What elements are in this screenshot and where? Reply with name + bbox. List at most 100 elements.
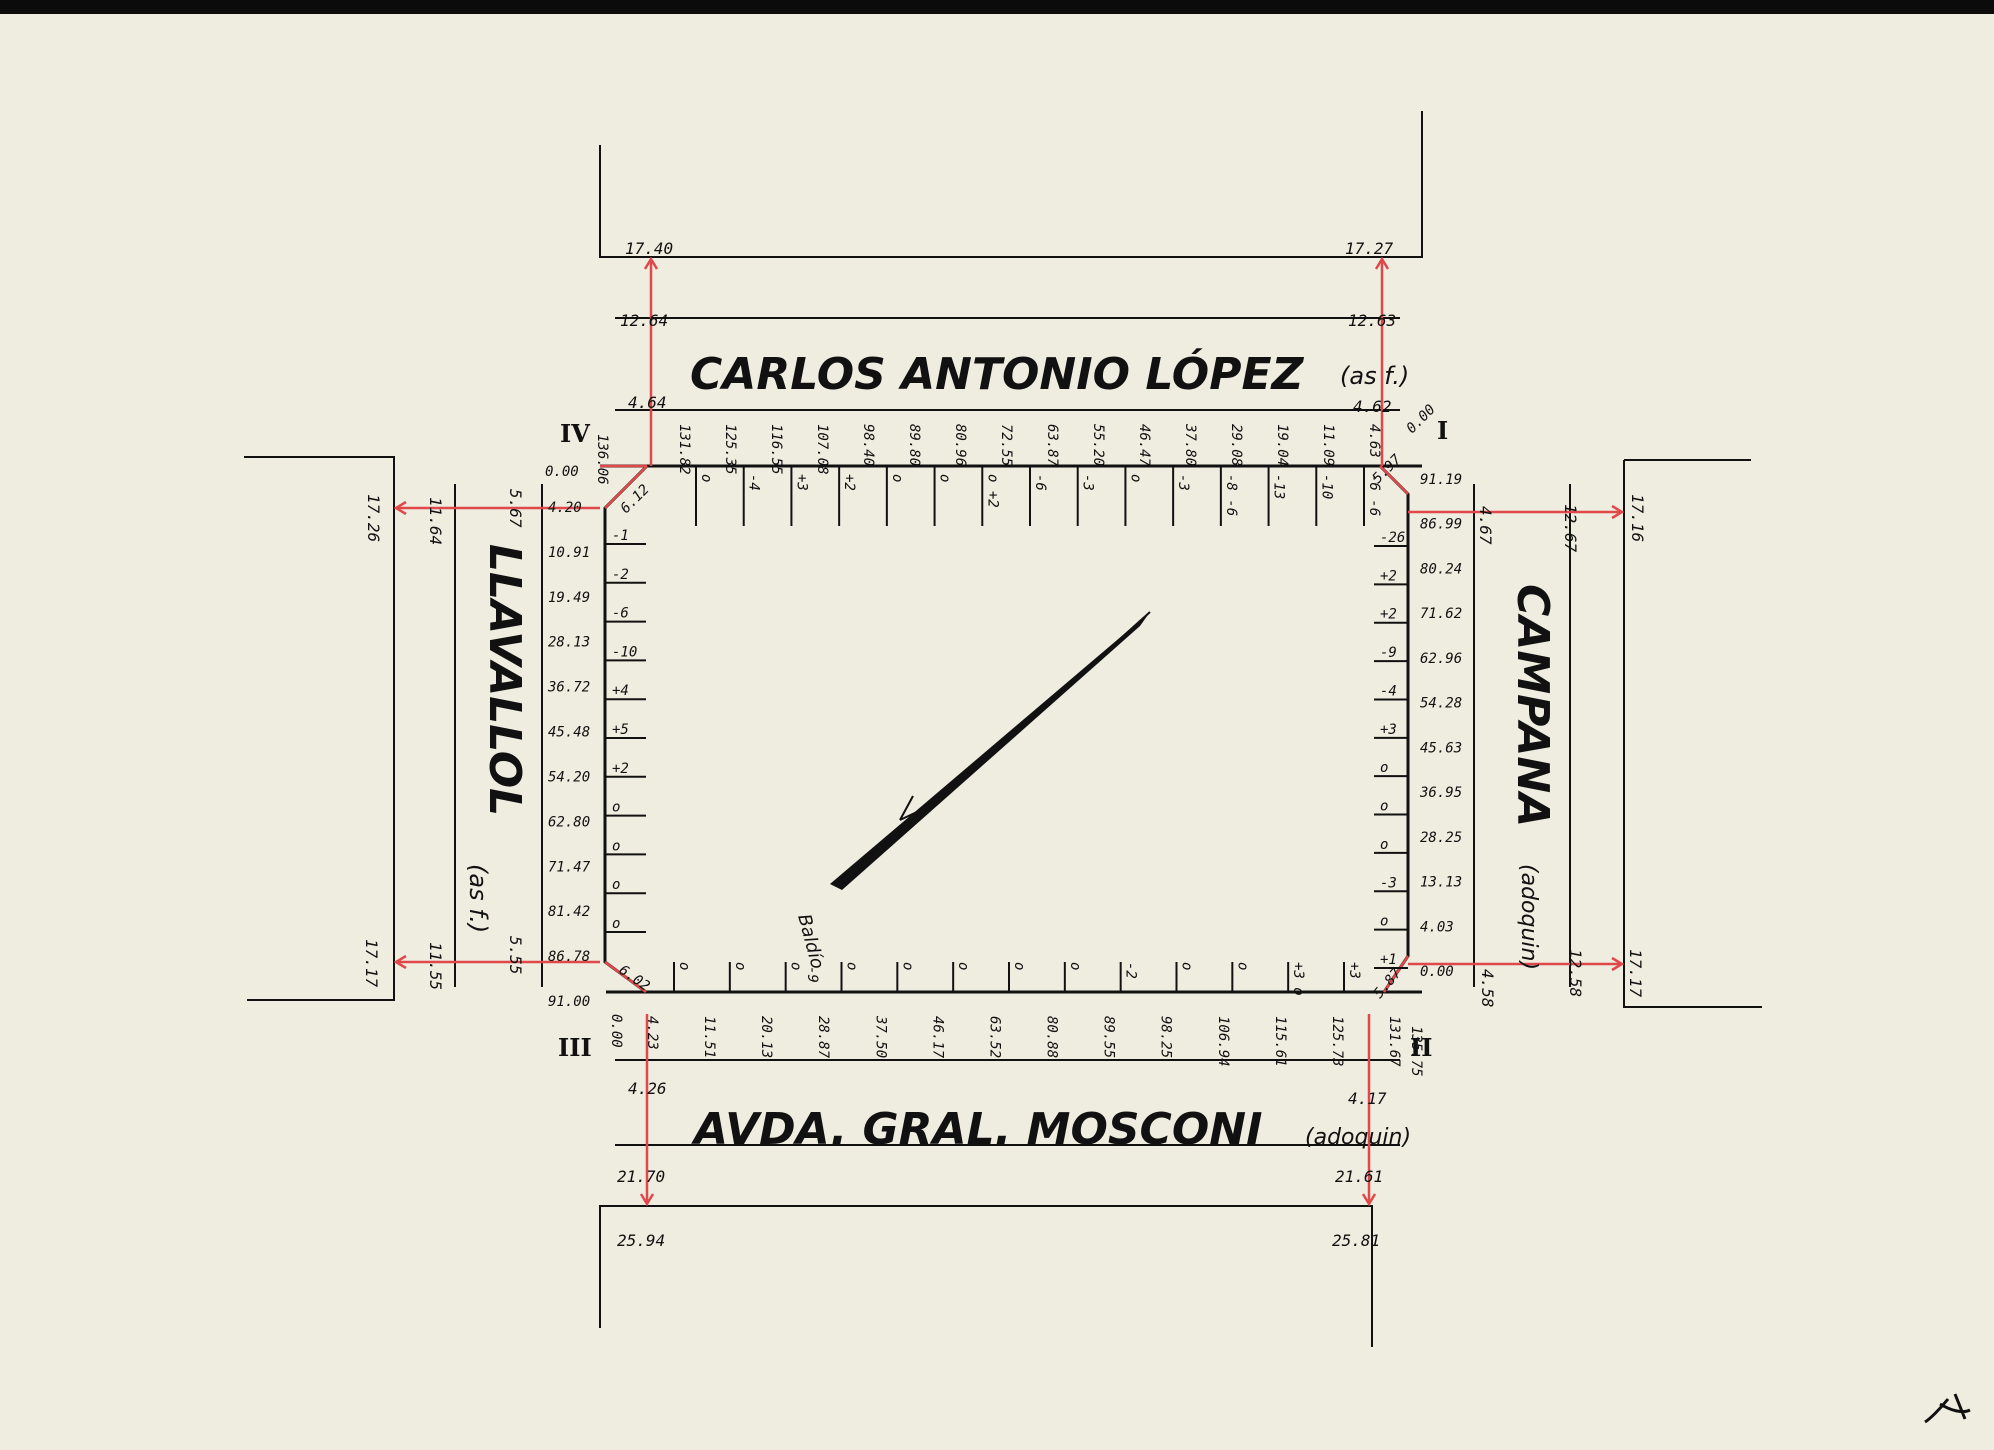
north-chainage-2: 116.55	[768, 424, 784, 475]
north-chainage-8: 63.87	[1044, 424, 1060, 467]
north-chainage-12: 29.08	[1228, 424, 1244, 466]
north-arrow	[830, 611, 1151, 890]
east-chainage-5: 54.28	[1420, 696, 1462, 712]
south-level-4: o	[899, 962, 915, 970]
west-level-9: o	[612, 877, 620, 893]
street-note-north: (as f.)	[1340, 362, 1409, 390]
west-chainage-6: 54.20	[548, 769, 590, 785]
width-north-road-left: 12.64	[620, 311, 668, 330]
width-south-walk-left: 4.26	[628, 1079, 667, 1098]
south-level-3: o	[844, 962, 860, 970]
street-note-south: (adoquin)	[1305, 1125, 1411, 1150]
width-north-walk-left: 4.64	[628, 393, 667, 412]
west-chainage-labels: 4.2010.9119.4928.1336.7245.4854.2062.807…	[547, 500, 591, 1010]
east-level-7: o	[1380, 799, 1388, 815]
north-level-6: o +2	[984, 474, 1000, 508]
east-level-3: -9	[1380, 645, 1397, 661]
south-level-2: o	[788, 962, 804, 970]
east-level-11: +1	[1380, 952, 1397, 968]
block-outline	[600, 464, 1422, 994]
south-chainage-7: 80.88	[1044, 1016, 1060, 1058]
south-chainage-0: 4.23	[644, 1016, 660, 1050]
north-chainage-14: 11.09	[1320, 424, 1336, 466]
south-level-11: +3 o	[1290, 962, 1306, 996]
south-level-5: o	[955, 962, 971, 970]
east-level-2: +2	[1380, 607, 1397, 623]
corner-label-4: IV	[560, 419, 590, 448]
red-dimension-lines	[393, 256, 1625, 1207]
south-chainage-3: 28.87	[815, 1016, 831, 1059]
south-chainage-13: 131.67	[1386, 1016, 1402, 1067]
width-east-road-bottom: 12.58	[1566, 949, 1585, 997]
north-level-12: -13	[1271, 474, 1287, 499]
north-level-4: o	[889, 474, 905, 482]
west-level-7: o	[612, 800, 620, 816]
west-level-0: -1	[612, 528, 629, 544]
west-level-1: -2	[612, 567, 629, 583]
south-start-label: 0.00	[608, 1014, 624, 1048]
north-chainage-3: 107.08	[814, 424, 830, 475]
north-level-9: o	[1127, 474, 1143, 482]
curb-lines	[454, 317, 1571, 1146]
west-chainage-10: 86.78	[548, 949, 590, 965]
east-chainage-3: 71.62	[1420, 606, 1462, 622]
east-chainage-8: 28.25	[1420, 830, 1462, 846]
west-level-3: -10	[612, 644, 637, 660]
west-level-6: +2	[612, 761, 629, 777]
width-east-walk-bottom: 4.58	[1478, 969, 1497, 1008]
north-level-13: -10	[1318, 474, 1334, 499]
south-chainage-2: 20.13	[758, 1016, 774, 1058]
south-level-8: -2	[1123, 962, 1139, 979]
north-start-label: 0.00	[545, 464, 579, 480]
width-west-outer-top: 17.26	[364, 494, 383, 542]
north-chainage-4: 98.40	[860, 424, 876, 466]
north-level-3: +2	[841, 474, 857, 491]
south-chainage-5: 46.17	[929, 1016, 945, 1059]
corner-label-1: I	[1437, 416, 1448, 445]
south-chainage-12: 125.73	[1329, 1016, 1345, 1067]
east-chainage-0: 91.19	[1420, 472, 1462, 488]
east-start-label: 0.00	[1404, 402, 1439, 437]
south-chainage-4: 37.50	[872, 1015, 888, 1058]
west-chamfer-bottom-label: 6.02	[616, 962, 653, 994]
south-chainage-10: 106.94	[1215, 1016, 1231, 1067]
south-chainage-9: 98.25	[1158, 1016, 1174, 1058]
south-level-12: +3	[1346, 962, 1362, 979]
west-chainage-1: 10.91	[548, 545, 590, 561]
width-east-outer-bottom: 17.17	[1626, 949, 1645, 998]
east-level-10: o	[1380, 914, 1388, 930]
signature-mark	[1924, 1393, 1971, 1424]
width-south-road-left: 21.70	[617, 1167, 665, 1186]
north-level-0: o	[698, 474, 714, 482]
west-level-10: o	[612, 916, 620, 932]
east-chainage-2: 80.24	[1420, 561, 1462, 577]
width-south-outer-left: 25.94	[617, 1231, 665, 1250]
north-end-label: 136.06	[594, 434, 610, 485]
east-level-6: o	[1380, 760, 1388, 776]
block-survey-plan: CARLOS ANTONIO LÓPEZ (as f.) AVDA. GRAL.…	[244, 111, 1971, 1424]
north-chainage-15: 4.63	[1366, 424, 1382, 458]
street-name-south: AVDA. GRAL. MOSCONI	[691, 1104, 1262, 1155]
north-chainage-6: 80.96	[952, 424, 968, 466]
east-level-8: o	[1380, 837, 1388, 853]
north-chainage-1: 125.35	[722, 424, 738, 475]
south-chainage-8: 89.55	[1101, 1016, 1117, 1058]
north-chainage-10: 46.47	[1136, 424, 1152, 467]
west-level-2: -6	[612, 606, 629, 622]
width-south-road-right: 21.61	[1335, 1167, 1383, 1186]
south-level-7: o	[1067, 962, 1083, 970]
north-tick-marks	[695, 466, 1365, 526]
north-level-8: -3	[1080, 474, 1096, 491]
east-level-4: -4	[1380, 683, 1397, 699]
north-level-5: o	[937, 474, 953, 482]
north-chainage-11: 37.80	[1182, 423, 1198, 466]
street-note-west: (as f.)	[464, 864, 492, 933]
west-level-8: o	[612, 838, 620, 854]
width-west-walk-top: 5.67	[506, 489, 525, 528]
north-level-10: -3	[1175, 474, 1191, 491]
east-chainage-labels: 91.1986.9980.2471.6262.9654.2845.6336.95…	[1419, 472, 1462, 980]
south-tick-marks	[673, 962, 1345, 992]
